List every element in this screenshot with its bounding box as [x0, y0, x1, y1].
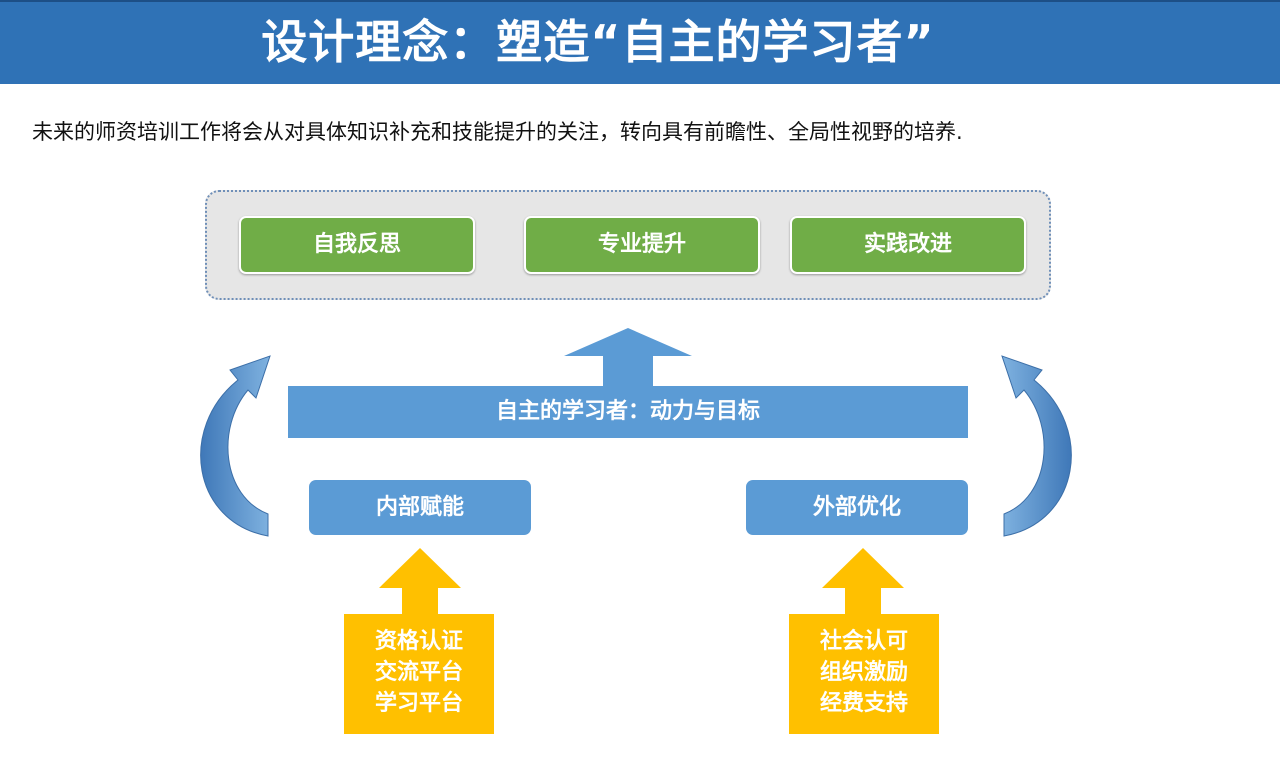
- right-yellow-up-arrow: [822, 548, 904, 616]
- external-optimization-box: 外部优化: [746, 480, 968, 535]
- external-supports-box: 社会认可 组织激励 经费支持: [789, 614, 939, 734]
- internal-supports-box: 资格认证 交流平台 学习平台: [344, 614, 494, 734]
- support-item: 学习平台: [374, 691, 463, 716]
- support-item: 组织激励: [819, 660, 908, 685]
- right-curved-arrow: [1001, 355, 1072, 537]
- support-item: 交流平台: [374, 660, 463, 685]
- up-arrow-to-goals: [564, 328, 692, 388]
- title-banner: 设计理念：塑造“自主的学习者”: [0, 0, 1280, 84]
- support-item: 资格认证: [374, 629, 463, 654]
- support-item: 经费支持: [819, 691, 908, 716]
- left-curved-arrow: [200, 355, 271, 537]
- support-item: 社会认可: [819, 629, 908, 654]
- goal-self-reflection: 自我反思: [239, 216, 475, 274]
- left-yellow-up-arrow: [379, 548, 461, 616]
- page-title: 设计理念：塑造“自主的学习者”: [261, 15, 935, 69]
- goal-practice-improvement: 实践改进: [790, 216, 1026, 274]
- goal-professional-growth: 专业提升: [524, 216, 760, 274]
- internal-empowerment-box: 内部赋能: [309, 480, 531, 535]
- autonomous-learner-bar: 自主的学习者：动力与目标: [288, 386, 968, 438]
- intro-text: 未来的师资培训工作将会从对具体知识补充和技能提升的关注，转向具有前瞻性、全局性视…: [32, 120, 963, 144]
